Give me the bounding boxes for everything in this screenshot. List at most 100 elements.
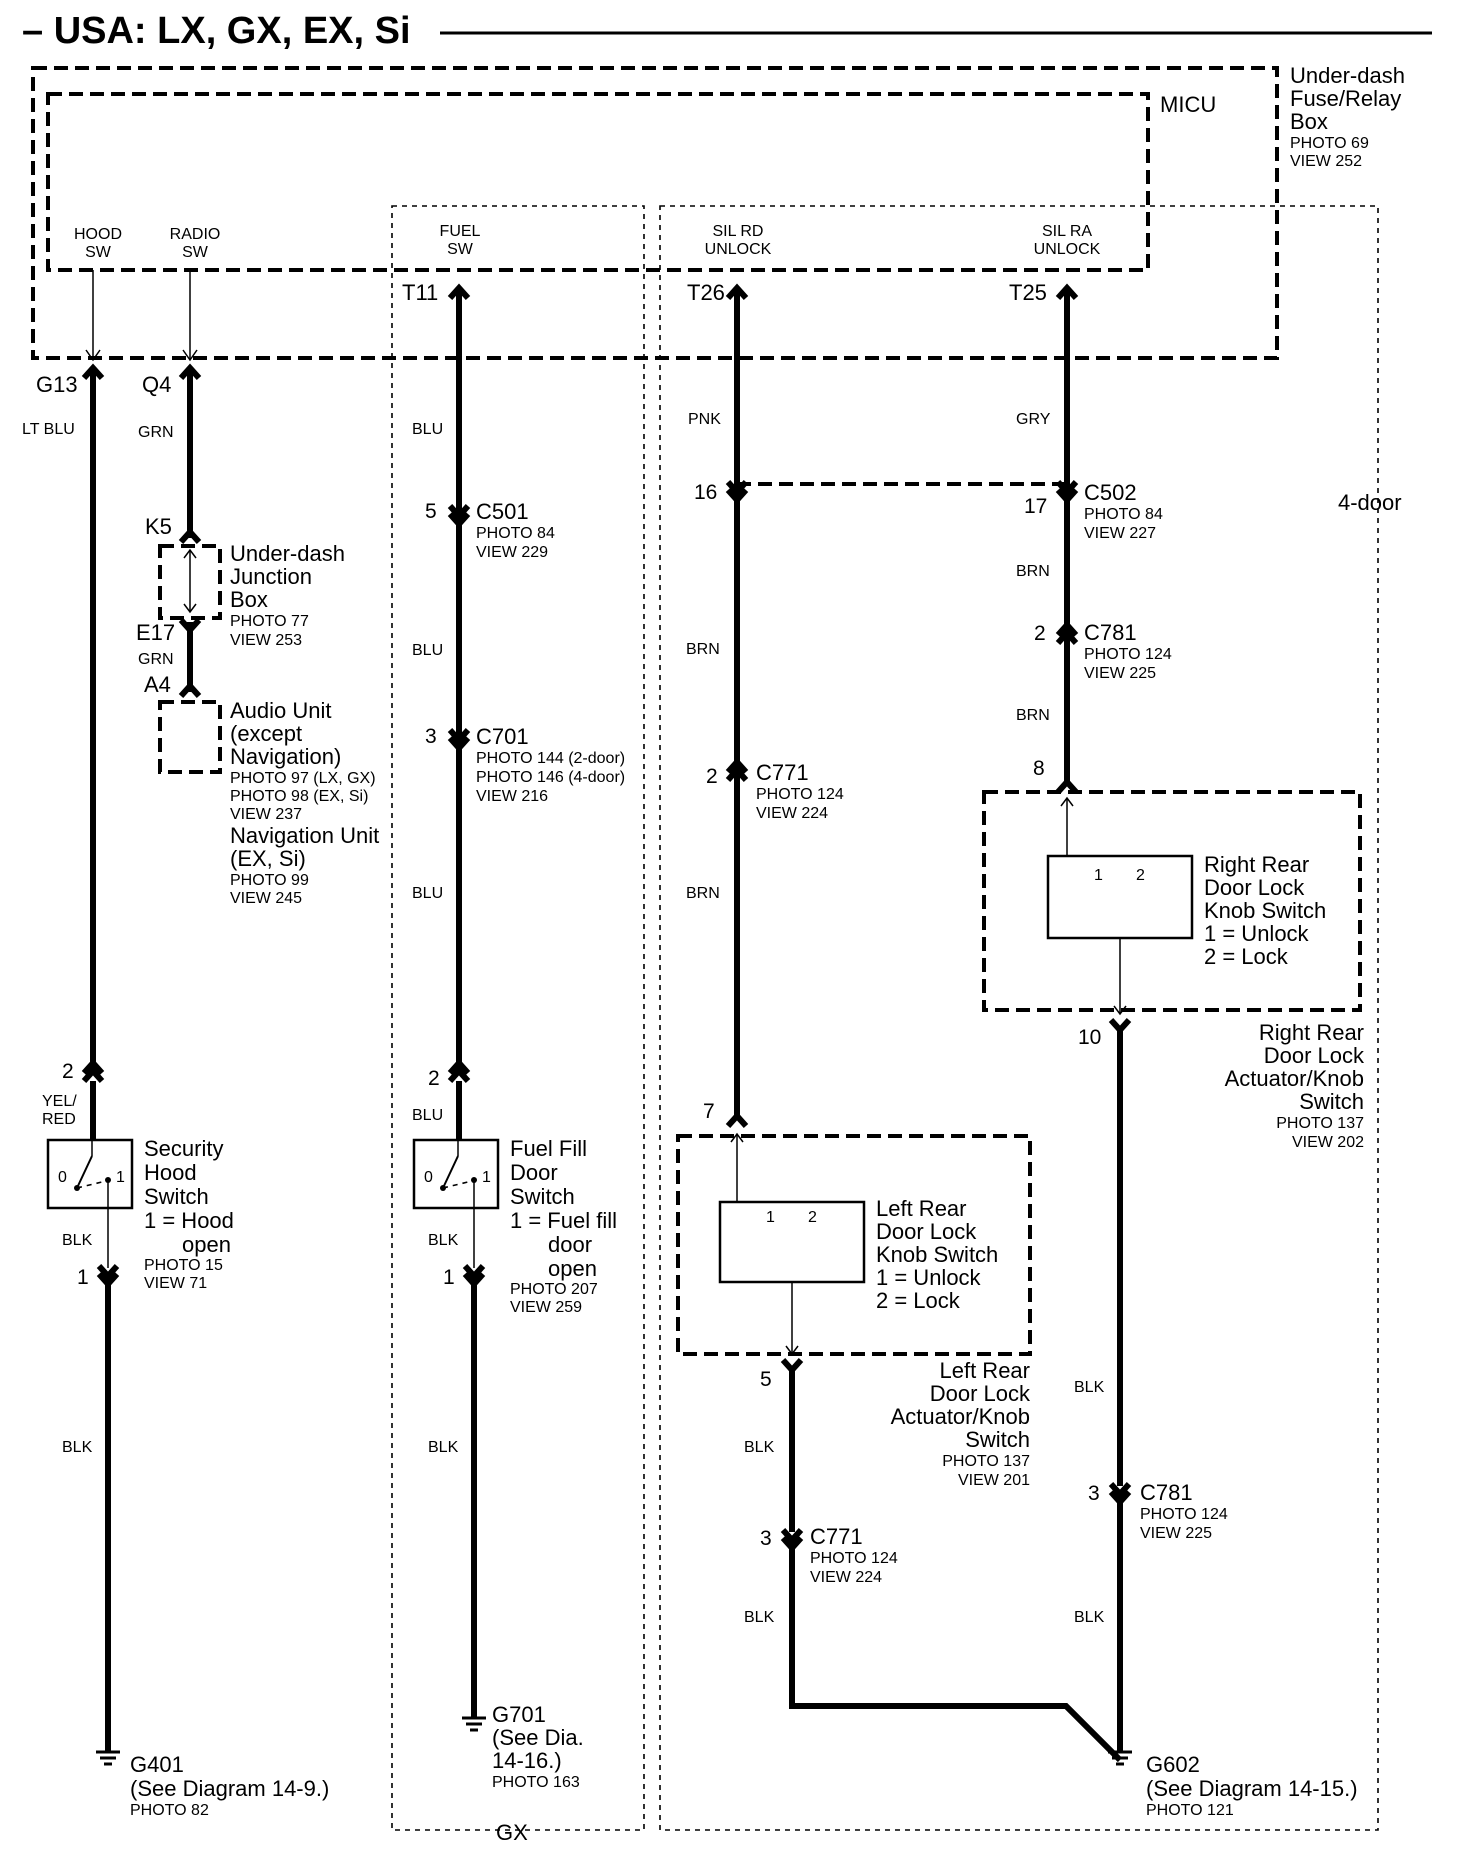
svg-text:SW: SW <box>447 241 474 258</box>
svg-text:PHOTO 146 (4-door): PHOTO 146 (4-door) <box>476 769 625 786</box>
svg-text:VIEW 202: VIEW 202 <box>1292 1134 1364 1151</box>
svg-text:HOOD: HOOD <box>74 226 122 243</box>
connector-c701: C701 PHOTO 144 (2-door) PHOTO 146 (4-doo… <box>476 724 625 805</box>
svg-text:Junction: Junction <box>230 564 312 589</box>
radio-circuit <box>178 270 202 699</box>
pin-rr-8: 8 <box>1033 757 1045 780</box>
junction-box-label: Under-dash Junction Box PHOTO 77 VIEW 25… <box>230 541 345 649</box>
wire-pnk: PNK <box>688 411 721 428</box>
svg-text:G401: G401 <box>130 1752 184 1777</box>
svg-text:Door: Door <box>510 1160 558 1185</box>
svg-text:SIL RA: SIL RA <box>1042 223 1092 240</box>
svg-text:Under-dash: Under-dash <box>230 541 345 566</box>
svg-text:2 = Lock: 2 = Lock <box>1204 944 1289 969</box>
svg-text:(See Diagram 14-15.): (See Diagram 14-15.) <box>1146 1776 1358 1801</box>
svg-text:PHOTO 98 (EX, Si): PHOTO 98 (EX, Si) <box>230 788 368 805</box>
svg-text:PHOTO 124: PHOTO 124 <box>1140 1506 1228 1523</box>
terminal-labels: HOOD SW RADIO SW FUEL SW SIL RD UNLOCK S… <box>74 223 1101 261</box>
wire-lt-blu: LT BLU <box>22 421 75 438</box>
svg-text:Audio Unit: Audio Unit <box>230 698 332 723</box>
svg-text:FUEL: FUEL <box>440 223 481 240</box>
pin-c502-17: 17 <box>1024 495 1047 518</box>
pin-hood-1: 1 <box>77 1266 89 1289</box>
gx-label: GX <box>496 1820 528 1845</box>
svg-text:PHOTO 163: PHOTO 163 <box>492 1774 580 1791</box>
svg-text:Box: Box <box>1290 109 1328 134</box>
fuse-relay-box-label: Under-dash Fuse/Relay Box PHOTO 69 VIEW … <box>1290 63 1405 170</box>
svg-text:0: 0 <box>424 1169 433 1186</box>
connector-c781-a: C781 PHOTO 124 VIEW 225 <box>1084 620 1172 682</box>
pin-e17: E17 <box>136 620 175 645</box>
svg-text:Switch: Switch <box>144 1184 209 1209</box>
svg-text:SW: SW <box>85 244 112 261</box>
ground-g701-label: G701 (See Dia. 14-16.) PHOTO 163 <box>492 1702 584 1791</box>
svg-text:PHOTO 84: PHOTO 84 <box>1084 506 1163 523</box>
wire-blu-4: BLU <box>412 1107 443 1124</box>
ground-g602-label: G602 (See Diagram 14-15.) PHOTO 121 <box>1146 1752 1358 1819</box>
wire-brn-2: BRN <box>686 885 720 902</box>
svg-text:1: 1 <box>766 1209 775 1226</box>
svg-text:1 = Unlock: 1 = Unlock <box>1204 921 1310 946</box>
svg-text:VIEW 237: VIEW 237 <box>230 806 302 823</box>
svg-text:VIEW 245: VIEW 245 <box>230 890 302 907</box>
svg-text:Fuse/Relay: Fuse/Relay <box>1290 86 1401 111</box>
wire-blu-2: BLU <box>412 642 443 659</box>
svg-text:C781: C781 <box>1084 620 1137 645</box>
wire-blk-fuel-2: BLK <box>428 1439 459 1456</box>
svg-text:VIEW 224: VIEW 224 <box>756 805 828 822</box>
pin-t25: T25 <box>1009 280 1047 305</box>
fuse-relay-box-outline <box>31 66 1279 360</box>
svg-text:VIEW 227: VIEW 227 <box>1084 525 1156 542</box>
wire-blk-hood-2: BLK <box>62 1439 93 1456</box>
security-hood-switch-box <box>46 1138 134 1210</box>
svg-text:Under-dash: Under-dash <box>1290 63 1405 88</box>
svg-text:YEL/: YEL/ <box>42 1093 77 1110</box>
right-rear-knob-switch-label: Right Rear Door Lock Knob Switch 1 = Unl… <box>1204 852 1326 969</box>
svg-text:1: 1 <box>482 1169 491 1186</box>
pin-a4: A4 <box>144 672 171 697</box>
gx-region-outline <box>391 205 645 1831</box>
junction-box-outline <box>158 544 222 620</box>
svg-text:Door Lock: Door Lock <box>1264 1043 1365 1068</box>
svg-text:PHOTO 97 (LX, GX): PHOTO 97 (LX, GX) <box>230 770 376 787</box>
svg-text:PHOTO 137: PHOTO 137 <box>942 1453 1030 1470</box>
svg-text:C771: C771 <box>756 760 809 785</box>
svg-text:open: open <box>548 1256 597 1281</box>
svg-text:2: 2 <box>1136 867 1145 884</box>
four-door-region-outline <box>659 205 1379 1831</box>
svg-text:Door Lock: Door Lock <box>930 1381 1031 1406</box>
svg-text:PHOTO 99: PHOTO 99 <box>230 872 309 889</box>
svg-text:(See Dia.: (See Dia. <box>492 1725 584 1750</box>
wire-brn-4: BRN <box>1016 707 1050 724</box>
connector-c781-b: C781 PHOTO 124 VIEW 225 <box>1140 1480 1228 1542</box>
left-rear-knob-switch-box <box>718 1200 866 1284</box>
connector-c771-b: C771 PHOTO 124 VIEW 224 <box>810 1524 898 1586</box>
pin-c701-3: 3 <box>425 725 437 748</box>
svg-text:Navigation): Navigation) <box>230 744 341 769</box>
svg-text:C501: C501 <box>476 499 529 524</box>
svg-text:Fuel Fill: Fuel Fill <box>510 1136 587 1161</box>
svg-text:1: 1 <box>1094 867 1103 884</box>
svg-text:PHOTO 15: PHOTO 15 <box>144 1257 223 1274</box>
svg-text:SW: SW <box>182 244 209 261</box>
svg-text:Switch: Switch <box>510 1184 575 1209</box>
svg-text:G701: G701 <box>492 1702 546 1727</box>
pin-t26: T26 <box>687 280 725 305</box>
svg-text:SIL RD: SIL RD <box>713 223 764 240</box>
svg-text:G602: G602 <box>1146 1752 1200 1777</box>
svg-text:VIEW 225: VIEW 225 <box>1140 1525 1212 1542</box>
left-rear-actuator-label: Left Rear Door Lock Actuator/Knob Switch… <box>891 1358 1031 1489</box>
pin-fuel-1: 1 <box>443 1266 455 1289</box>
svg-text:VIEW 71: VIEW 71 <box>144 1275 207 1292</box>
pin-c781-3: 3 <box>1088 1482 1100 1505</box>
pin-c771-3: 3 <box>760 1527 772 1550</box>
left-rear-knob-switch-label: Left Rear Door Lock Knob Switch 1 = Unlo… <box>876 1196 998 1313</box>
svg-text:Hood: Hood <box>144 1160 197 1185</box>
micu-label: MICU <box>1160 92 1216 117</box>
pin-lr-5: 5 <box>760 1368 772 1391</box>
svg-text:Left Rear: Left Rear <box>940 1358 1031 1383</box>
svg-text:VIEW 216: VIEW 216 <box>476 788 548 805</box>
svg-text:Door Lock: Door Lock <box>1204 875 1305 900</box>
wire-blu-3: BLU <box>412 885 443 902</box>
